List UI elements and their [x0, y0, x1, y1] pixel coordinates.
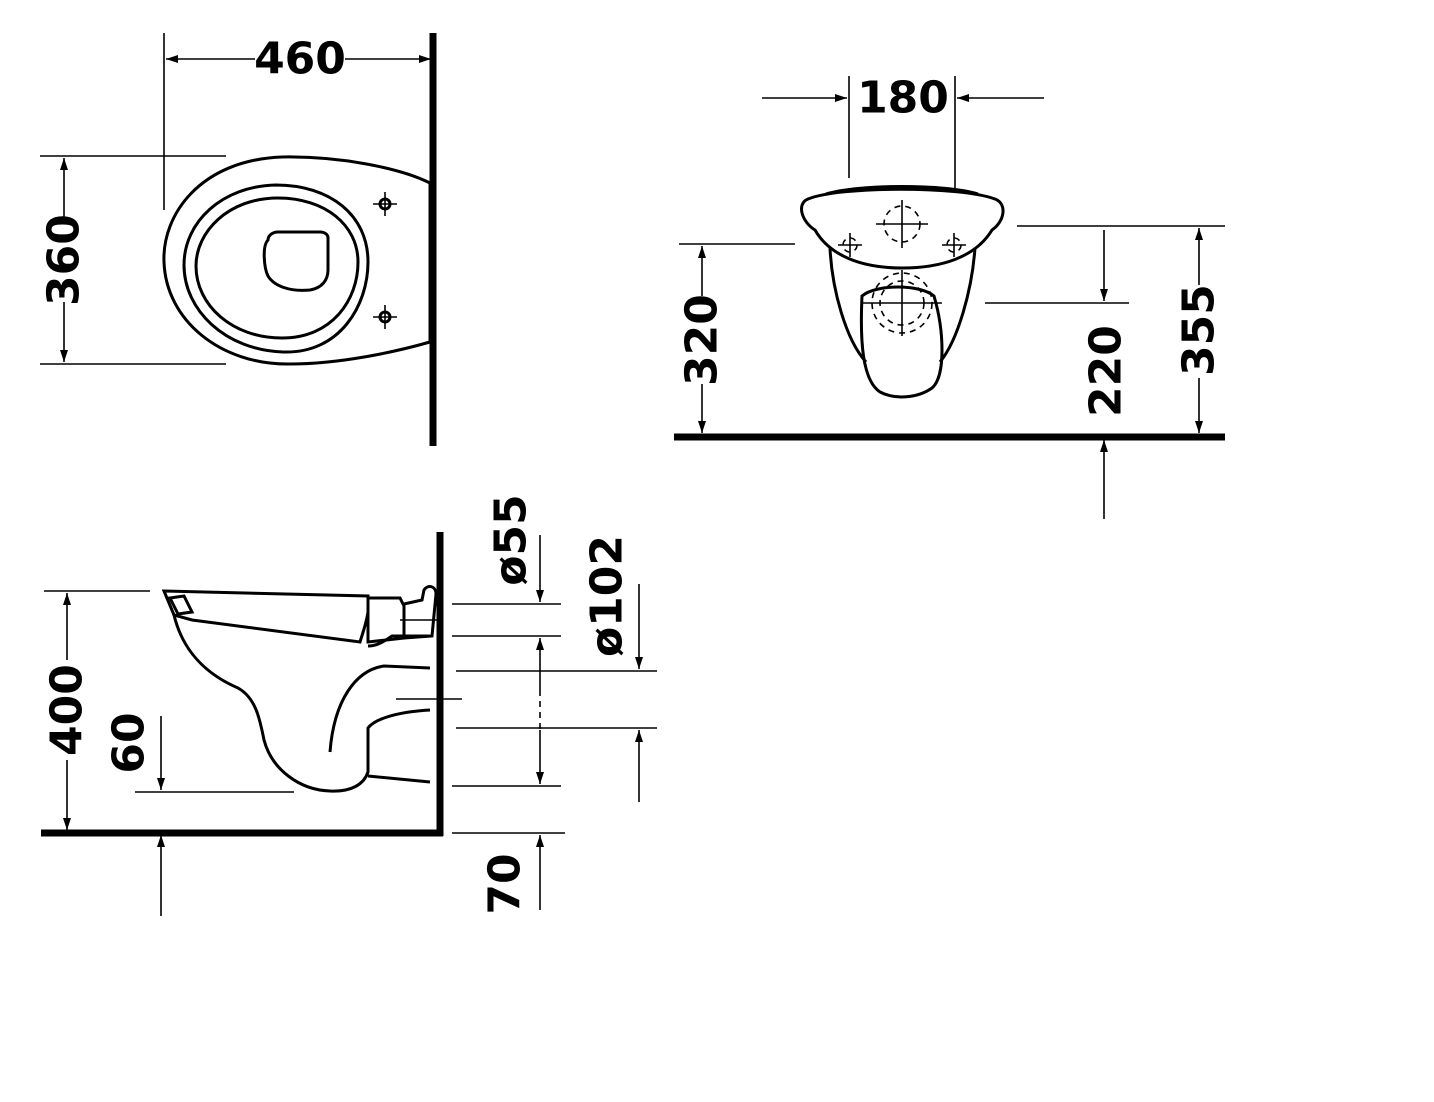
front-view-rim-top: [825, 185, 979, 196]
front-view-rim: [800, 187, 1005, 270]
dim-70-label: 70: [480, 853, 531, 914]
side-view-inlet-spigot: [366, 596, 406, 644]
dim-d55-label: ø55: [486, 494, 537, 585]
dim-400-label: 400: [42, 664, 93, 756]
side-view-bowl-profile: [161, 589, 370, 644]
top-view-bowl-outer: [162, 155, 432, 366]
top-view: 460 360: [39, 33, 437, 446]
side-view-trap-curve: [328, 664, 431, 753]
dim-360-label: 360: [39, 214, 90, 306]
top-view-fixing-hole-upper: [373, 192, 397, 216]
dim-60-label: 60: [104, 712, 155, 773]
front-view-fixing-left: [838, 233, 862, 257]
front-view-body-left: [828, 247, 868, 364]
side-view-rim-detail: [167, 594, 195, 616]
top-view-rim: [182, 183, 370, 354]
front-view-trap: [859, 285, 944, 399]
dim-320-label: 320: [677, 294, 728, 386]
dim-220-label: 220: [1081, 325, 1132, 417]
dim-460-label: 460: [254, 34, 346, 85]
front-view-fixing-right: [942, 233, 966, 257]
top-view-fixing-hole-lower: [373, 305, 397, 329]
dim-d102-label: ø102: [582, 535, 633, 657]
side-view-base: [367, 774, 431, 784]
top-view-water-area: [262, 230, 330, 292]
side-view-body: [172, 614, 431, 793]
side-view: ø55 ø102 70 400 60: [41, 494, 657, 916]
side-view-inlet-collar: [403, 585, 438, 640]
top-view-seat-inner: [194, 196, 360, 340]
dim-180-label: 180: [857, 73, 949, 124]
front-view-body-right: [938, 247, 977, 363]
dim-355-label: 355: [1174, 284, 1225, 376]
front-view: 180 320 220 355: [674, 73, 1225, 519]
